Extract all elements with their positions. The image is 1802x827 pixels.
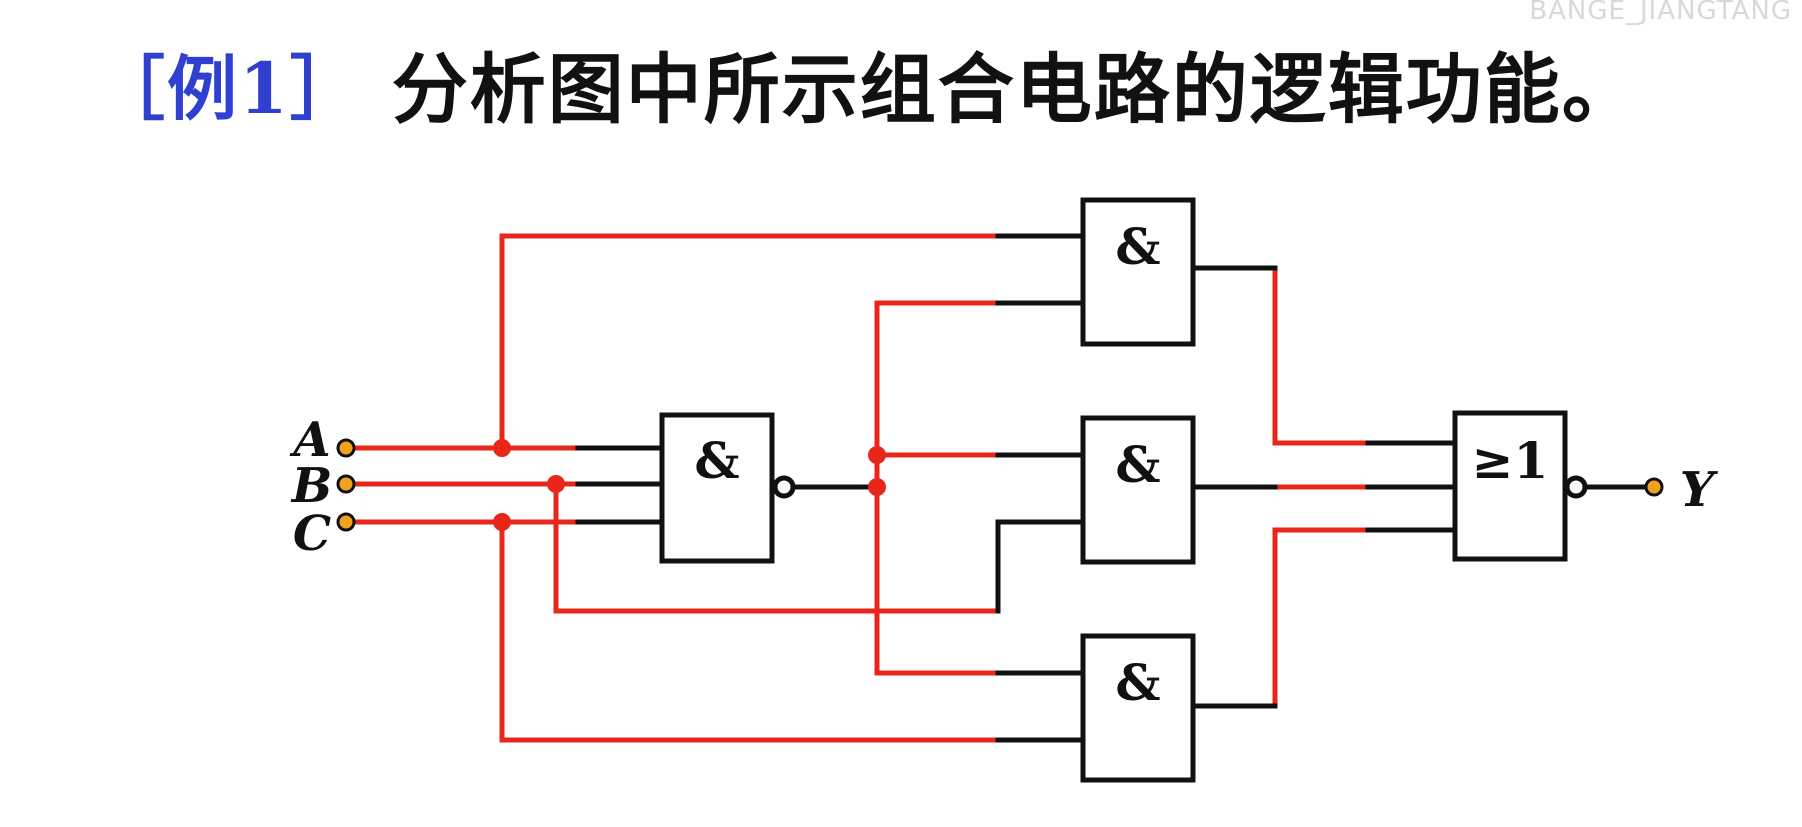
highlighted-wires bbox=[352, 233, 1371, 743]
input-label-b: B bbox=[290, 458, 333, 514]
nand-bubble bbox=[772, 475, 796, 499]
junction-nand-1 bbox=[868, 446, 886, 464]
terminal-c bbox=[336, 512, 356, 532]
wire-top-and-to-nor bbox=[1272, 265, 1371, 446]
and-gate-top bbox=[1080, 197, 1196, 347]
mid-and-in-2 bbox=[995, 519, 1086, 614]
junction-dots bbox=[493, 439, 886, 531]
output-label-y: Y bbox=[1680, 462, 1719, 518]
junction-b bbox=[547, 475, 565, 493]
and-gate-middle bbox=[1080, 415, 1196, 565]
nor-gate-label: ≥1 bbox=[1472, 431, 1549, 490]
wire-bottom-and-to-nor bbox=[1272, 527, 1371, 709]
question-text: 分析图中所示组合电路的逻辑功能。 bbox=[391, 45, 1640, 134]
example-tag: ［例1］ bbox=[95, 46, 362, 130]
gates bbox=[659, 197, 1588, 783]
nand-gate bbox=[659, 412, 775, 564]
and-gate-bottom bbox=[1080, 633, 1196, 783]
terminals bbox=[336, 438, 1664, 532]
normal-wires bbox=[575, 233, 1648, 743]
and-bottom-label: & bbox=[1115, 653, 1160, 712]
junction-nand-2 bbox=[868, 478, 886, 496]
input-label-c: C bbox=[293, 506, 331, 562]
junction-c bbox=[493, 513, 511, 531]
watermark: BANGE_JIANGTANG bbox=[1529, 0, 1792, 26]
junction-a bbox=[493, 439, 511, 457]
and-top-label: & bbox=[1115, 217, 1160, 276]
terminal-b bbox=[336, 474, 356, 494]
terminal-y bbox=[1644, 477, 1664, 497]
wire-c-to-bottom-and bbox=[499, 519, 1001, 743]
page-title: ［例1］ 分析图中所示组合电路的逻辑功能。 bbox=[95, 28, 1640, 138]
nand-gate-label: & bbox=[694, 431, 739, 490]
wire-a-to-top-and bbox=[499, 233, 1001, 451]
wire-b-to-mid-and bbox=[553, 481, 1001, 614]
nor-bubble bbox=[1564, 475, 1588, 499]
and-middle-label: & bbox=[1115, 435, 1160, 494]
terminal-a bbox=[336, 438, 356, 458]
input-label-a: A bbox=[289, 412, 330, 468]
